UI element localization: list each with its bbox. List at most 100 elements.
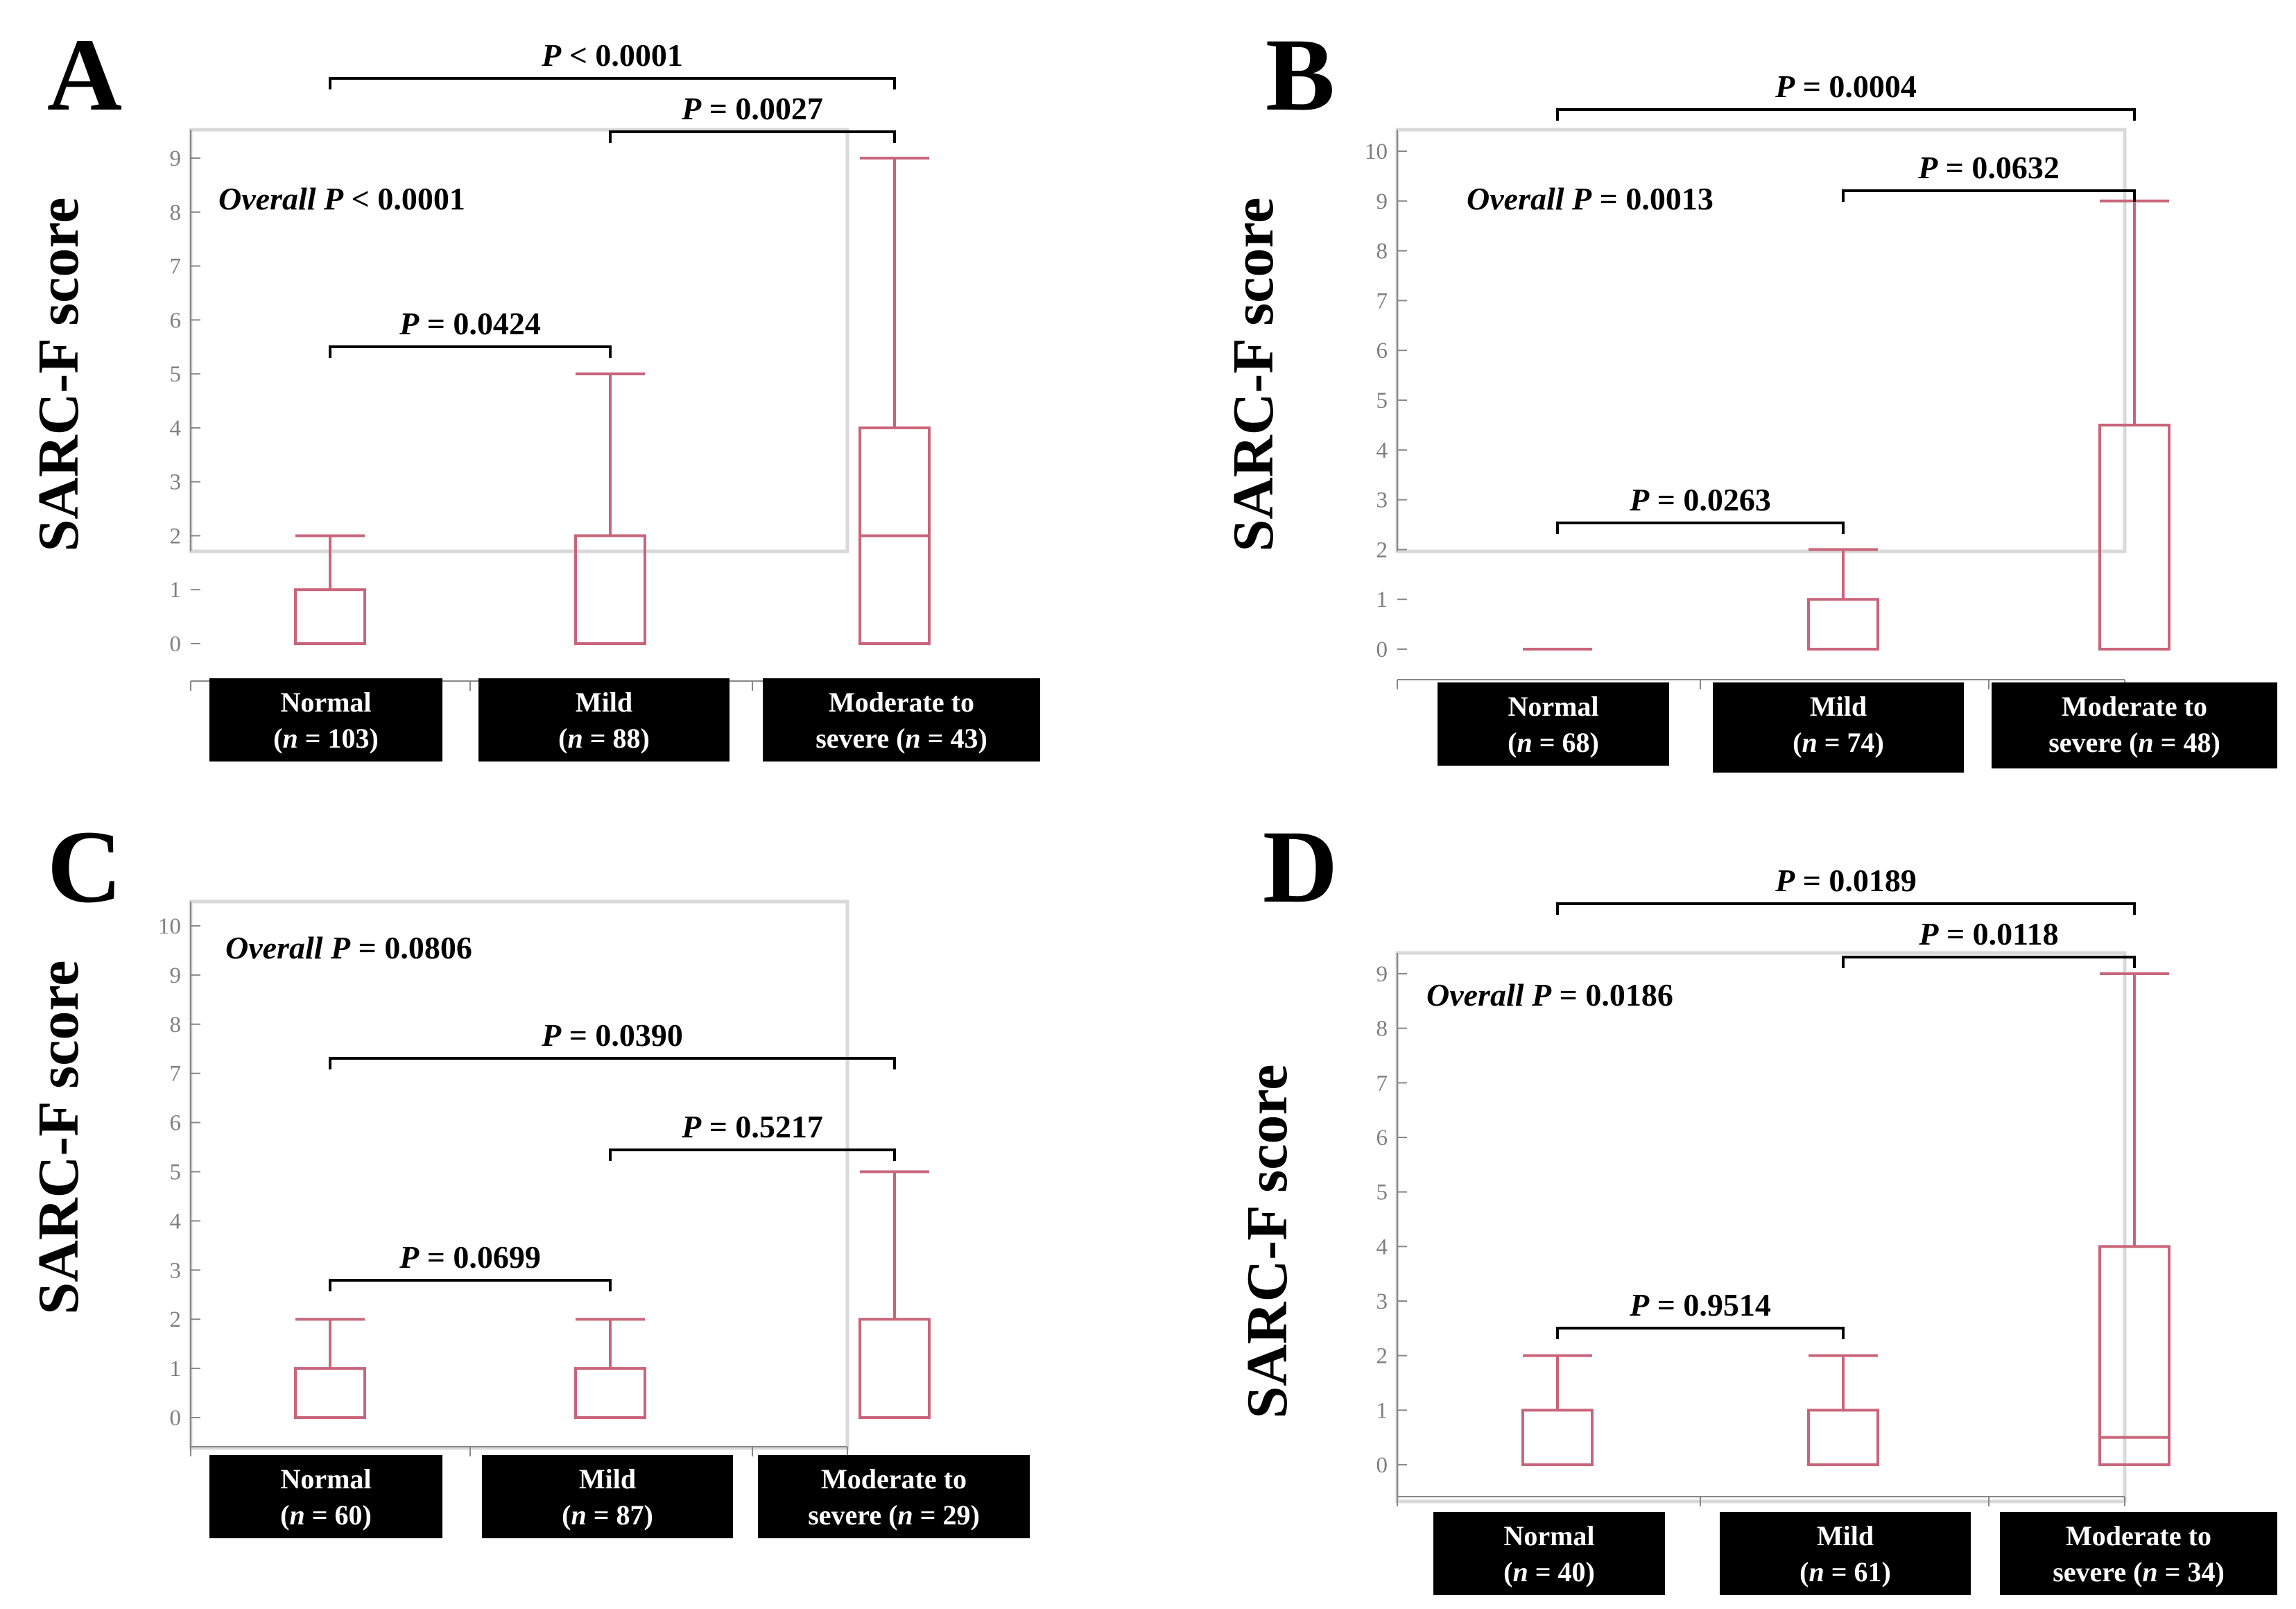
overall-p-label: Overall P = 0.0806 <box>225 930 472 965</box>
comparison-bracket-2: P = 0.0027 <box>609 91 896 143</box>
p-value-label: P = 0.0699 <box>399 1239 541 1275</box>
bracket-line <box>1556 108 2136 121</box>
y-tick-label: 4 <box>170 416 182 441</box>
p-value: = 0.0424 <box>419 306 541 341</box>
box-iqr <box>1807 1409 1879 1467</box>
n-symbol: n <box>282 723 297 754</box>
group-n: = 61) <box>1824 1556 1891 1588</box>
p-symbol: P <box>1775 69 1795 104</box>
y-tick-label: 1 <box>1376 587 1388 612</box>
group-label-text: severe ( <box>2053 1556 2142 1588</box>
bracket-line <box>1842 189 2136 202</box>
p-value-label: P = 0.9514 <box>1629 1287 1771 1323</box>
y-tick-label: 7 <box>1376 289 1388 313</box>
y-tick-label: 6 <box>1376 338 1388 363</box>
y-tick-label: 8 <box>1376 1017 1388 1042</box>
p-value: = 0.0189 <box>1795 863 1917 898</box>
overall-prefix: Overall <box>1426 977 1532 1013</box>
comparison-bracket-2: P = 0.0118 <box>1842 916 2136 968</box>
y-tick-label: 2 <box>1376 1344 1388 1369</box>
bracket-line <box>609 1148 896 1161</box>
p-symbol: P <box>1571 181 1592 216</box>
group-label-line2: severe (n = 29) <box>808 1499 980 1531</box>
p-symbol: P <box>681 1109 702 1144</box>
y-tick-label: 9 <box>1376 962 1388 987</box>
y-tick-label: 0 <box>1376 637 1388 662</box>
comparison-bracket-1: P < 0.0001 <box>329 37 896 89</box>
n-symbol: n <box>289 1499 304 1531</box>
p-value-label: P = 0.0118 <box>1918 916 2058 952</box>
box-1 <box>294 534 366 646</box>
y-tick-label: 6 <box>170 1111 182 1136</box>
y-tick-label: 8 <box>170 200 182 225</box>
box-3 <box>2098 199 2170 651</box>
y-tick-label: 2 <box>1376 537 1388 562</box>
group-label-line2: severe (n = 48) <box>2048 727 2220 758</box>
overall-p-value: = 0.0013 <box>1591 181 1714 216</box>
group-n: = 74) <box>1818 727 1884 758</box>
box-1 <box>1521 1354 1594 1467</box>
p-value-label: P = 0.0632 <box>1917 150 2060 185</box>
p-symbol: P <box>1775 863 1795 898</box>
y-tick-label: 2 <box>170 524 182 549</box>
group-label-text: ( <box>558 723 567 754</box>
y-tick-label: 9 <box>170 146 182 171</box>
group-label-bg <box>209 1455 442 1538</box>
p-symbol: P <box>681 91 702 126</box>
comparison-bracket-1: P = 0.0004 <box>1556 69 2136 121</box>
y-tick-label: 6 <box>1376 1126 1388 1151</box>
y-tick-label: 3 <box>1376 1289 1388 1314</box>
group-label-bg <box>482 1455 733 1538</box>
y-tick-label: 0 <box>170 632 182 657</box>
y-tick-label: 1 <box>170 578 182 603</box>
y-axis-label: SARC-F score <box>1235 1065 1300 1419</box>
group-label-line1: Mild <box>576 687 632 718</box>
comparison-bracket-1: P = 0.0189 <box>1556 863 2136 915</box>
group-label-line2: (n = 61) <box>1799 1556 1891 1588</box>
group-n: = 88) <box>583 723 650 754</box>
n-symbol: n <box>2142 1556 2157 1588</box>
box-iqr <box>574 1367 646 1419</box>
group-label-text: severe ( <box>2048 727 2138 758</box>
group-label-line2: (n = 103) <box>273 723 379 754</box>
group-n: = 48) <box>2154 727 2220 758</box>
group-label-line2: (n = 40) <box>1503 1556 1595 1588</box>
p-value: = 0.9514 <box>1649 1287 1771 1323</box>
n-symbol: n <box>2138 727 2153 758</box>
overall-p-value: < 0.0001 <box>343 181 465 216</box>
group-label-line2: (n = 87) <box>562 1499 653 1531</box>
group-label-3: Moderate to severe (n = 48) <box>1992 682 2277 768</box>
y-tick-label: 3 <box>170 470 182 495</box>
p-symbol: P <box>1917 150 1938 185</box>
box-iqr <box>1521 1409 1594 1467</box>
p-symbol: P <box>1918 916 1939 952</box>
group-label-bg <box>209 678 442 762</box>
n-symbol: n <box>1512 1556 1528 1588</box>
box-iqr <box>294 588 366 646</box>
p-value-label: P = 0.0424 <box>399 306 541 341</box>
p-value: = 0.0004 <box>1795 69 1917 104</box>
p-symbol: P <box>541 37 562 73</box>
comparison-bracket-3: P = 0.0699 <box>329 1239 612 1291</box>
group-n: = 29) <box>913 1499 980 1531</box>
box-2 <box>574 1318 646 1419</box>
group-label-text: ( <box>273 723 282 754</box>
n-symbol: n <box>897 1499 913 1531</box>
bracket-line <box>329 77 896 89</box>
y-tick-label: 4 <box>1376 1234 1388 1259</box>
y-tick-label: 7 <box>170 255 182 279</box>
group-label-line1: Moderate to <box>2062 691 2207 722</box>
p-value-label: P < 0.0001 <box>541 37 683 73</box>
p-symbol: P <box>1531 977 1552 1013</box>
group-label-2: Mild(n = 88) <box>478 678 730 762</box>
group-label-line1: Moderate to <box>2066 1520 2211 1551</box>
comparison-bracket-2: P = 0.0632 <box>1842 150 2136 202</box>
group-label-text: ( <box>1503 1556 1512 1588</box>
bracket-line <box>1842 956 2136 968</box>
group-n: = 68) <box>1533 727 1599 758</box>
p-value: = 0.0027 <box>701 91 823 126</box>
bracket-line <box>1556 902 2136 915</box>
